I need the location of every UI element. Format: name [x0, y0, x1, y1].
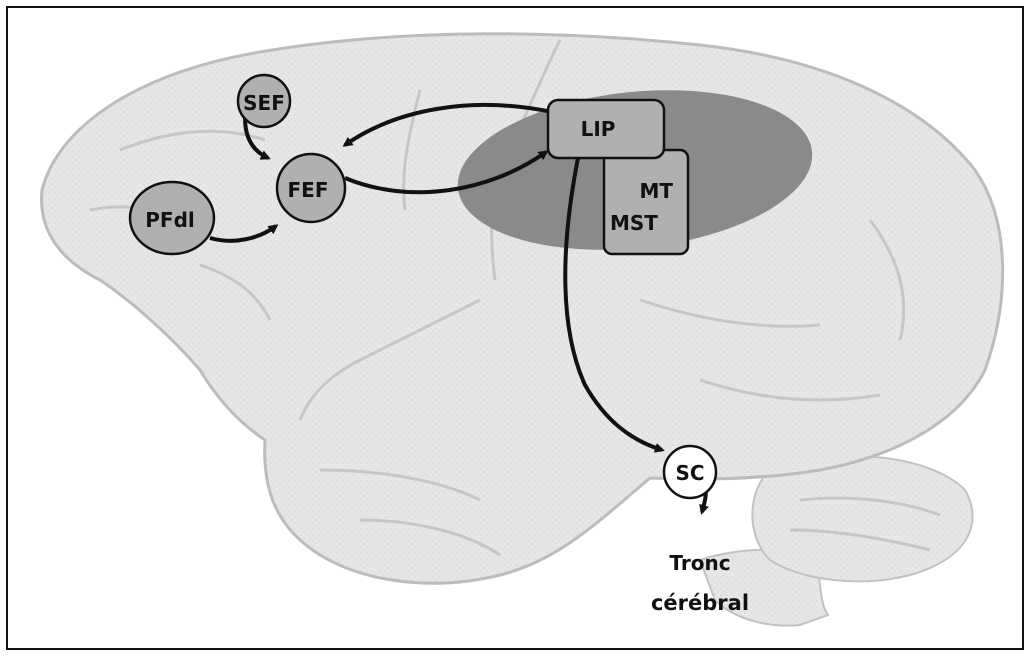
- node-fef-label: FEF: [288, 178, 329, 202]
- arrow-lip-to-sc: [563, 157, 665, 453]
- brainstem-label-line1: Tronc: [669, 551, 730, 575]
- arrow-fef-to-lip: [344, 150, 549, 195]
- arrow-pfdl-to-fef: [209, 224, 279, 243]
- connection-arrows: [209, 102, 709, 515]
- node-pfdl: PFdl: [128, 180, 216, 256]
- node-mt-mst: MT MST: [602, 148, 690, 256]
- node-fef: FEF: [275, 152, 347, 224]
- brainstem-label-line2: cérébral: [651, 591, 749, 615]
- node-sef: SEF: [236, 73, 292, 129]
- node-lip: LIP: [546, 98, 666, 160]
- arrow-sef-to-fef: [243, 117, 271, 160]
- arrow-lip-to-fef: [342, 102, 553, 147]
- node-mst-label: MST: [610, 211, 658, 235]
- cerebellum-shape: [751, 455, 974, 583]
- node-sc-label: SC: [675, 461, 704, 485]
- node-lip-label: LIP: [581, 117, 616, 141]
- node-pfdl-label: PFdl: [145, 208, 195, 232]
- node-sef-label: SEF: [243, 91, 285, 115]
- node-sc: SC: [662, 444, 718, 500]
- node-mt-label: MT: [639, 179, 673, 203]
